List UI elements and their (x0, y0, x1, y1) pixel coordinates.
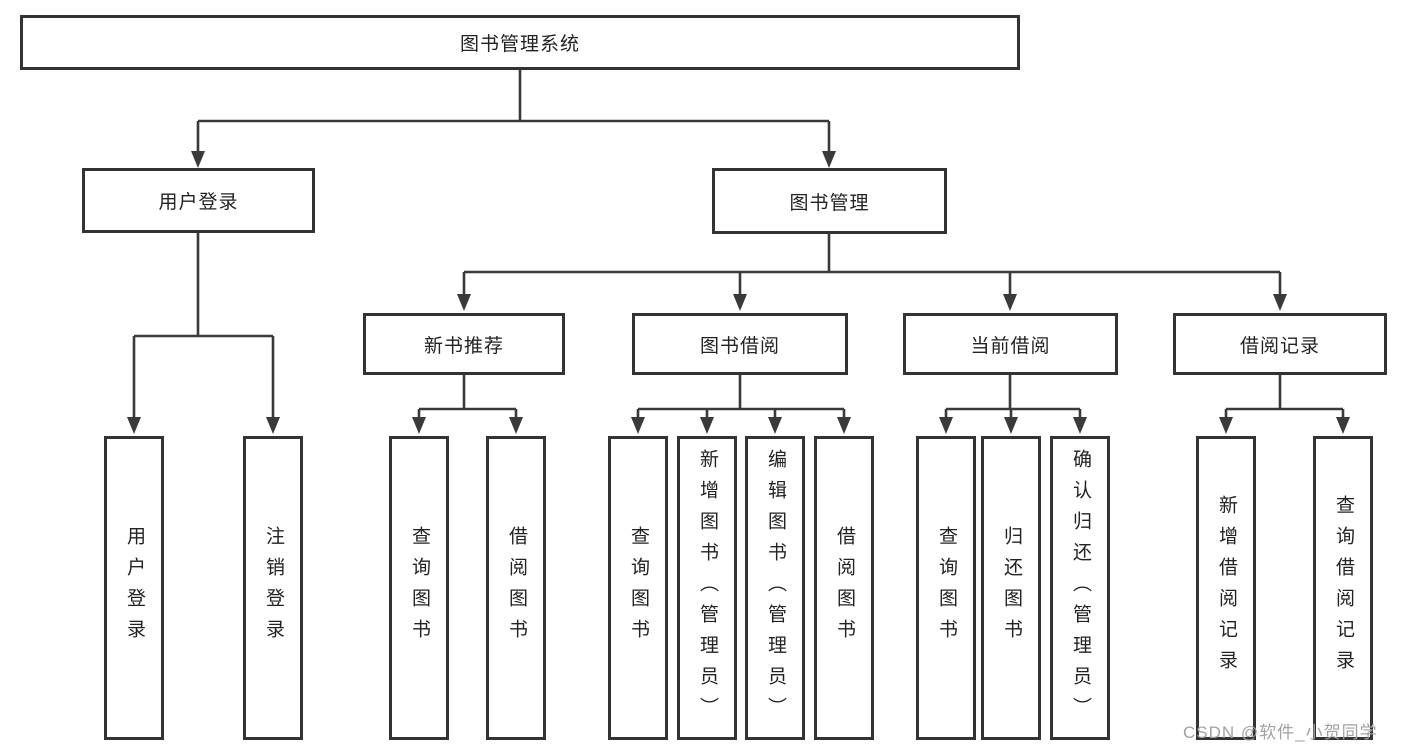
leaf-borrow-books-recommend-label: 借阅图书 (505, 526, 527, 650)
leaf-query-books-current: 查询图书 (916, 436, 976, 740)
node-current-borrow: 当前借阅 (903, 313, 1118, 375)
leaf-borrow-books-label: 借阅图书 (833, 526, 855, 650)
leaf-edit-book-admin-label: 编辑图书（管理员） (764, 448, 786, 728)
node-borrow-records: 借阅记录 (1173, 313, 1387, 375)
leaf-borrow-books: 借阅图书 (814, 436, 874, 740)
node-book-borrow: 图书借阅 (632, 313, 848, 375)
node-borrow-records-label: 借阅记录 (1239, 335, 1320, 357)
leaf-return-book: 归还图书 (981, 436, 1041, 740)
node-book-management: 图书管理 (712, 168, 947, 234)
leaf-add-book-admin-label: 新增图书（管理员） (696, 448, 718, 728)
leaf-add-borrow-record: 新增借阅记录 (1196, 436, 1256, 740)
leaf-query-books-borrow-label: 查询图书 (627, 526, 649, 650)
leaf-logout-label: 注销登录 (262, 526, 284, 650)
leaf-add-borrow-record-label: 新增借阅记录 (1215, 495, 1237, 681)
node-user-login-label: 用户登录 (158, 192, 239, 213)
leaf-query-books-recommend-label: 查询图书 (408, 526, 430, 650)
leaf-query-books-current-label: 查询图书 (935, 526, 957, 650)
node-new-book-recommend-label: 新书推荐 (423, 335, 504, 357)
leaf-query-books-borrow: 查询图书 (608, 436, 668, 740)
node-book-management-label: 图书管理 (789, 192, 870, 214)
leaf-logout: 注销登录 (243, 436, 303, 740)
leaf-edit-book-admin: 编辑图书（管理员） (745, 436, 805, 740)
watermark: CSDN @软件_小贺同学 (1183, 723, 1378, 742)
leaf-borrow-books-recommend: 借阅图书 (486, 436, 546, 740)
node-current-borrow-label: 当前借阅 (970, 335, 1051, 357)
leaf-confirm-return-admin-label: 确认归还（管理员） (1069, 448, 1091, 728)
leaf-user-login: 用户登录 (104, 436, 164, 740)
leaf-confirm-return-admin: 确认归还（管理员） (1050, 436, 1110, 740)
node-book-borrow-label: 图书借阅 (699, 335, 780, 357)
node-library-system-label: 图书管理系统 (459, 34, 580, 55)
node-library-system: 图书管理系统 (20, 15, 1020, 70)
arrowheads (127, 151, 1350, 434)
node-user-login: 用户登录 (82, 168, 315, 233)
leaf-query-borrow-record-label: 查询借阅记录 (1332, 495, 1354, 681)
leaf-query-books-recommend: 查询图书 (389, 436, 449, 740)
leaf-query-borrow-record: 查询借阅记录 (1313, 436, 1373, 740)
leaf-return-book-label: 归还图书 (1000, 526, 1022, 650)
node-new-book-recommend: 新书推荐 (363, 313, 565, 375)
leaf-user-login-label: 用户登录 (123, 526, 145, 650)
leaf-add-book-admin: 新增图书（管理员） (677, 436, 737, 740)
